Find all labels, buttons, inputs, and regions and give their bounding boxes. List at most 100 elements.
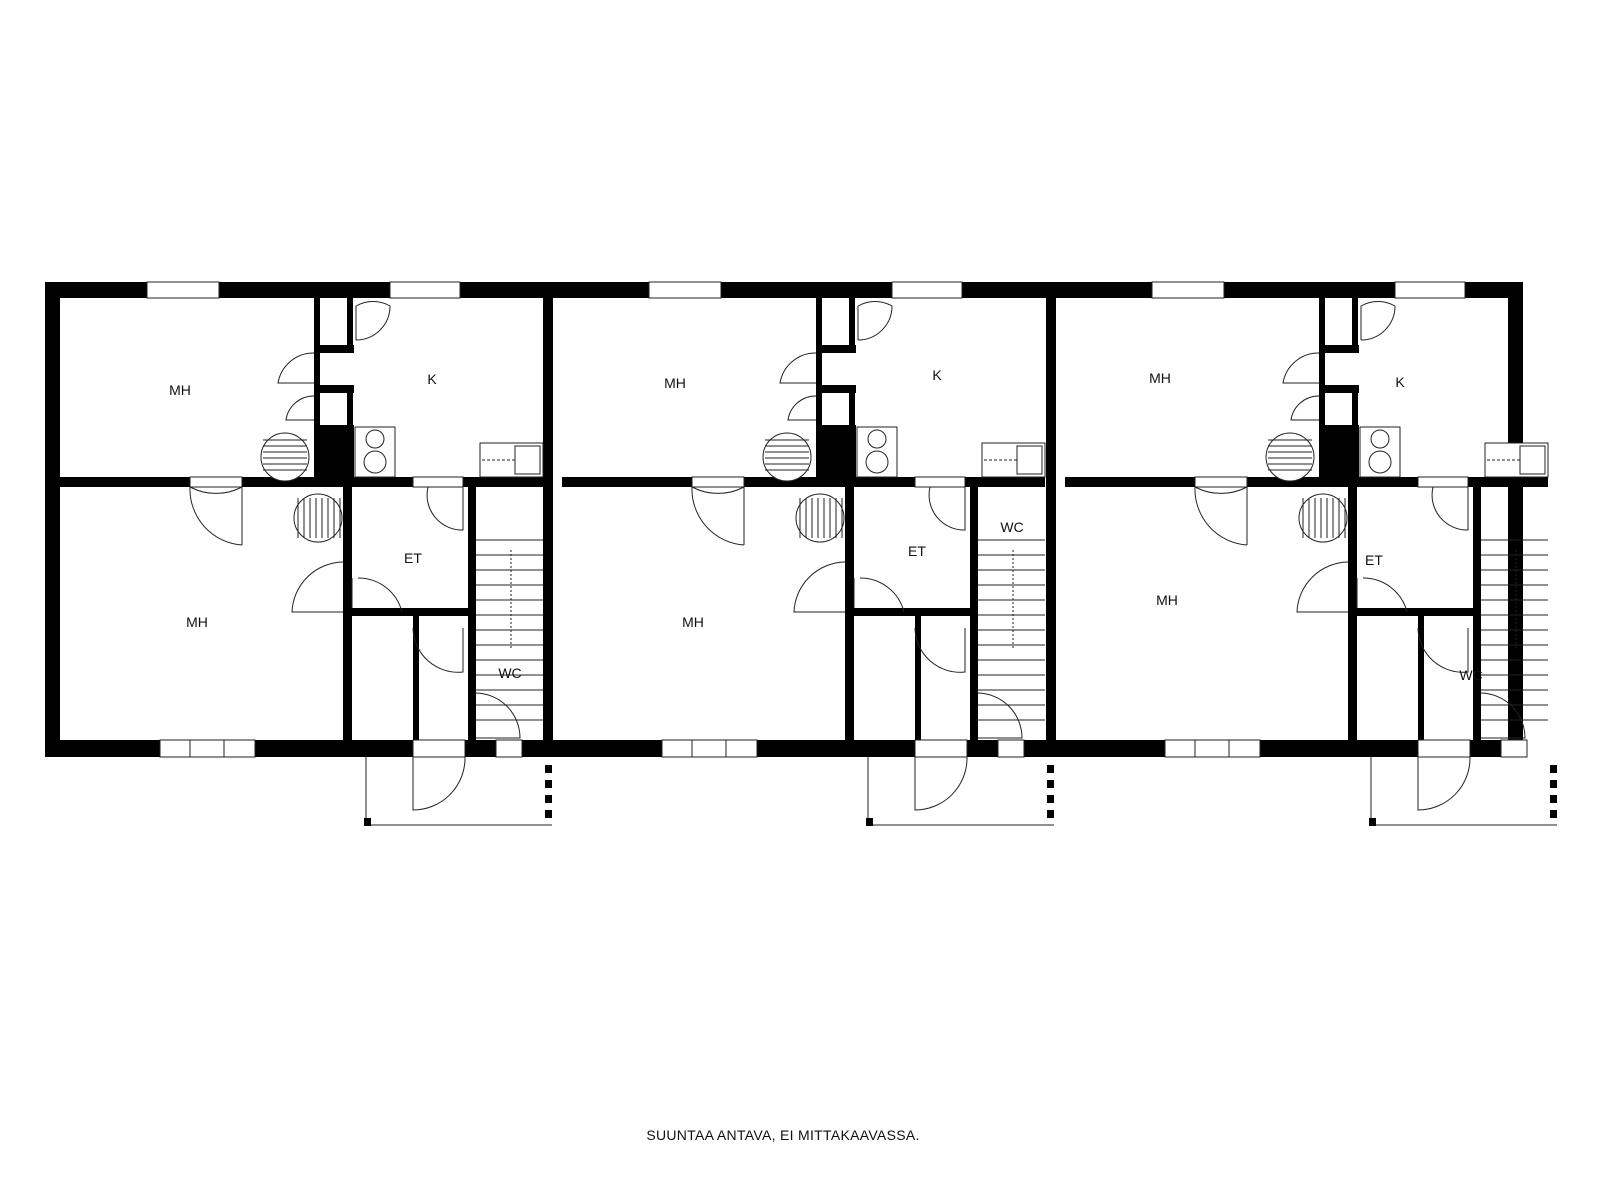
- door-swing: [285, 395, 315, 421]
- porch-post: [1550, 765, 1557, 773]
- room-label-mh: MH: [169, 382, 191, 398]
- wall: [352, 608, 472, 616]
- window: [1394, 281, 1466, 299]
- wall: [60, 477, 543, 487]
- porch-post: [1047, 810, 1054, 818]
- window: [189, 476, 243, 488]
- window: [914, 739, 968, 758]
- window: [159, 739, 256, 758]
- sink-icon: [514, 445, 541, 475]
- door-swing: [291, 561, 344, 613]
- closet-door: [857, 300, 893, 341]
- porch-post: [545, 780, 552, 788]
- room-label-wc: WC: [1459, 667, 1483, 683]
- window: [997, 739, 1025, 758]
- room-label-et: ET: [908, 543, 926, 559]
- window: [1417, 476, 1469, 488]
- window: [1164, 739, 1261, 758]
- room-label-mh: MH: [1156, 592, 1178, 608]
- door-swing: [1362, 577, 1408, 613]
- window: [412, 739, 466, 758]
- porch-post: [364, 818, 371, 826]
- wall: [1357, 608, 1477, 616]
- door-swing: [475, 692, 521, 739]
- door-swing: [412, 627, 464, 673]
- porch-post: [1369, 818, 1376, 826]
- wall: [1473, 487, 1481, 740]
- door-swing: [928, 486, 966, 531]
- door-swing: [859, 577, 905, 613]
- stove-icon: [354, 426, 396, 478]
- porch-post: [1047, 795, 1054, 803]
- door-swing: [691, 486, 745, 545]
- door-swing: [1431, 486, 1469, 531]
- porch-post: [1550, 780, 1557, 788]
- door-swing: [1290, 395, 1320, 421]
- wall: [314, 425, 354, 487]
- fireplace-icon: [762, 432, 812, 482]
- wall: [915, 616, 921, 740]
- fireplace-icon: [1265, 432, 1315, 482]
- wall: [1508, 282, 1523, 757]
- porch-post: [1550, 795, 1557, 803]
- wall: [562, 477, 1045, 487]
- porch-post: [1047, 765, 1054, 773]
- wall: [854, 608, 974, 616]
- window: [389, 281, 461, 299]
- fireplace-icon: [293, 493, 343, 543]
- wall: [849, 392, 855, 427]
- room-label-wc: WC: [1000, 519, 1024, 535]
- wall: [845, 487, 854, 740]
- wall: [1352, 392, 1358, 427]
- stove-burner: [865, 450, 889, 474]
- window: [1194, 476, 1248, 488]
- window: [914, 476, 966, 488]
- stove-burner: [365, 429, 385, 449]
- door-swing: [426, 486, 464, 531]
- door-swing: [1194, 486, 1248, 546]
- window: [691, 476, 745, 488]
- stove-icon: [856, 426, 898, 478]
- stove-burner: [867, 429, 887, 449]
- wall: [543, 282, 553, 757]
- window: [146, 281, 220, 299]
- window: [1500, 739, 1528, 758]
- stove-icon: [1359, 426, 1401, 478]
- wall: [45, 282, 1523, 298]
- window: [412, 476, 464, 488]
- wall: [1319, 385, 1359, 393]
- porch-post: [1047, 780, 1054, 788]
- room-label-mh: MH: [186, 614, 208, 630]
- wall: [343, 487, 352, 740]
- door-swing: [1417, 627, 1469, 673]
- door-swing: [1296, 561, 1349, 613]
- window: [661, 739, 758, 758]
- door-swing: [787, 395, 817, 421]
- door-swing: [189, 486, 243, 545]
- plan-caption: SUUNTAA ANTAVA, EI MITTAKAAVASSA.: [646, 1127, 920, 1143]
- sink-icon: [1016, 445, 1043, 475]
- fireplace-icon: [795, 493, 845, 543]
- door-swing: [1194, 486, 1248, 545]
- porch-post: [545, 765, 552, 773]
- wall: [314, 345, 354, 353]
- fireplace-icon: [260, 432, 310, 482]
- room-label-k: K: [427, 371, 437, 387]
- window: [648, 281, 722, 299]
- porch-post: [866, 818, 873, 826]
- wall: [45, 740, 1523, 757]
- door-swing: [691, 486, 745, 546]
- wall: [1418, 616, 1424, 740]
- door-swing: [1282, 352, 1320, 384]
- wall: [970, 487, 978, 740]
- door-swing: [779, 352, 817, 384]
- wall: [45, 282, 60, 757]
- wall: [347, 298, 353, 353]
- door-swing: [357, 577, 403, 613]
- wall: [314, 385, 354, 393]
- wall: [1348, 487, 1357, 740]
- room-label-k: K: [1395, 374, 1405, 390]
- room-label-mh: MH: [1149, 370, 1171, 386]
- door-swing: [914, 627, 966, 673]
